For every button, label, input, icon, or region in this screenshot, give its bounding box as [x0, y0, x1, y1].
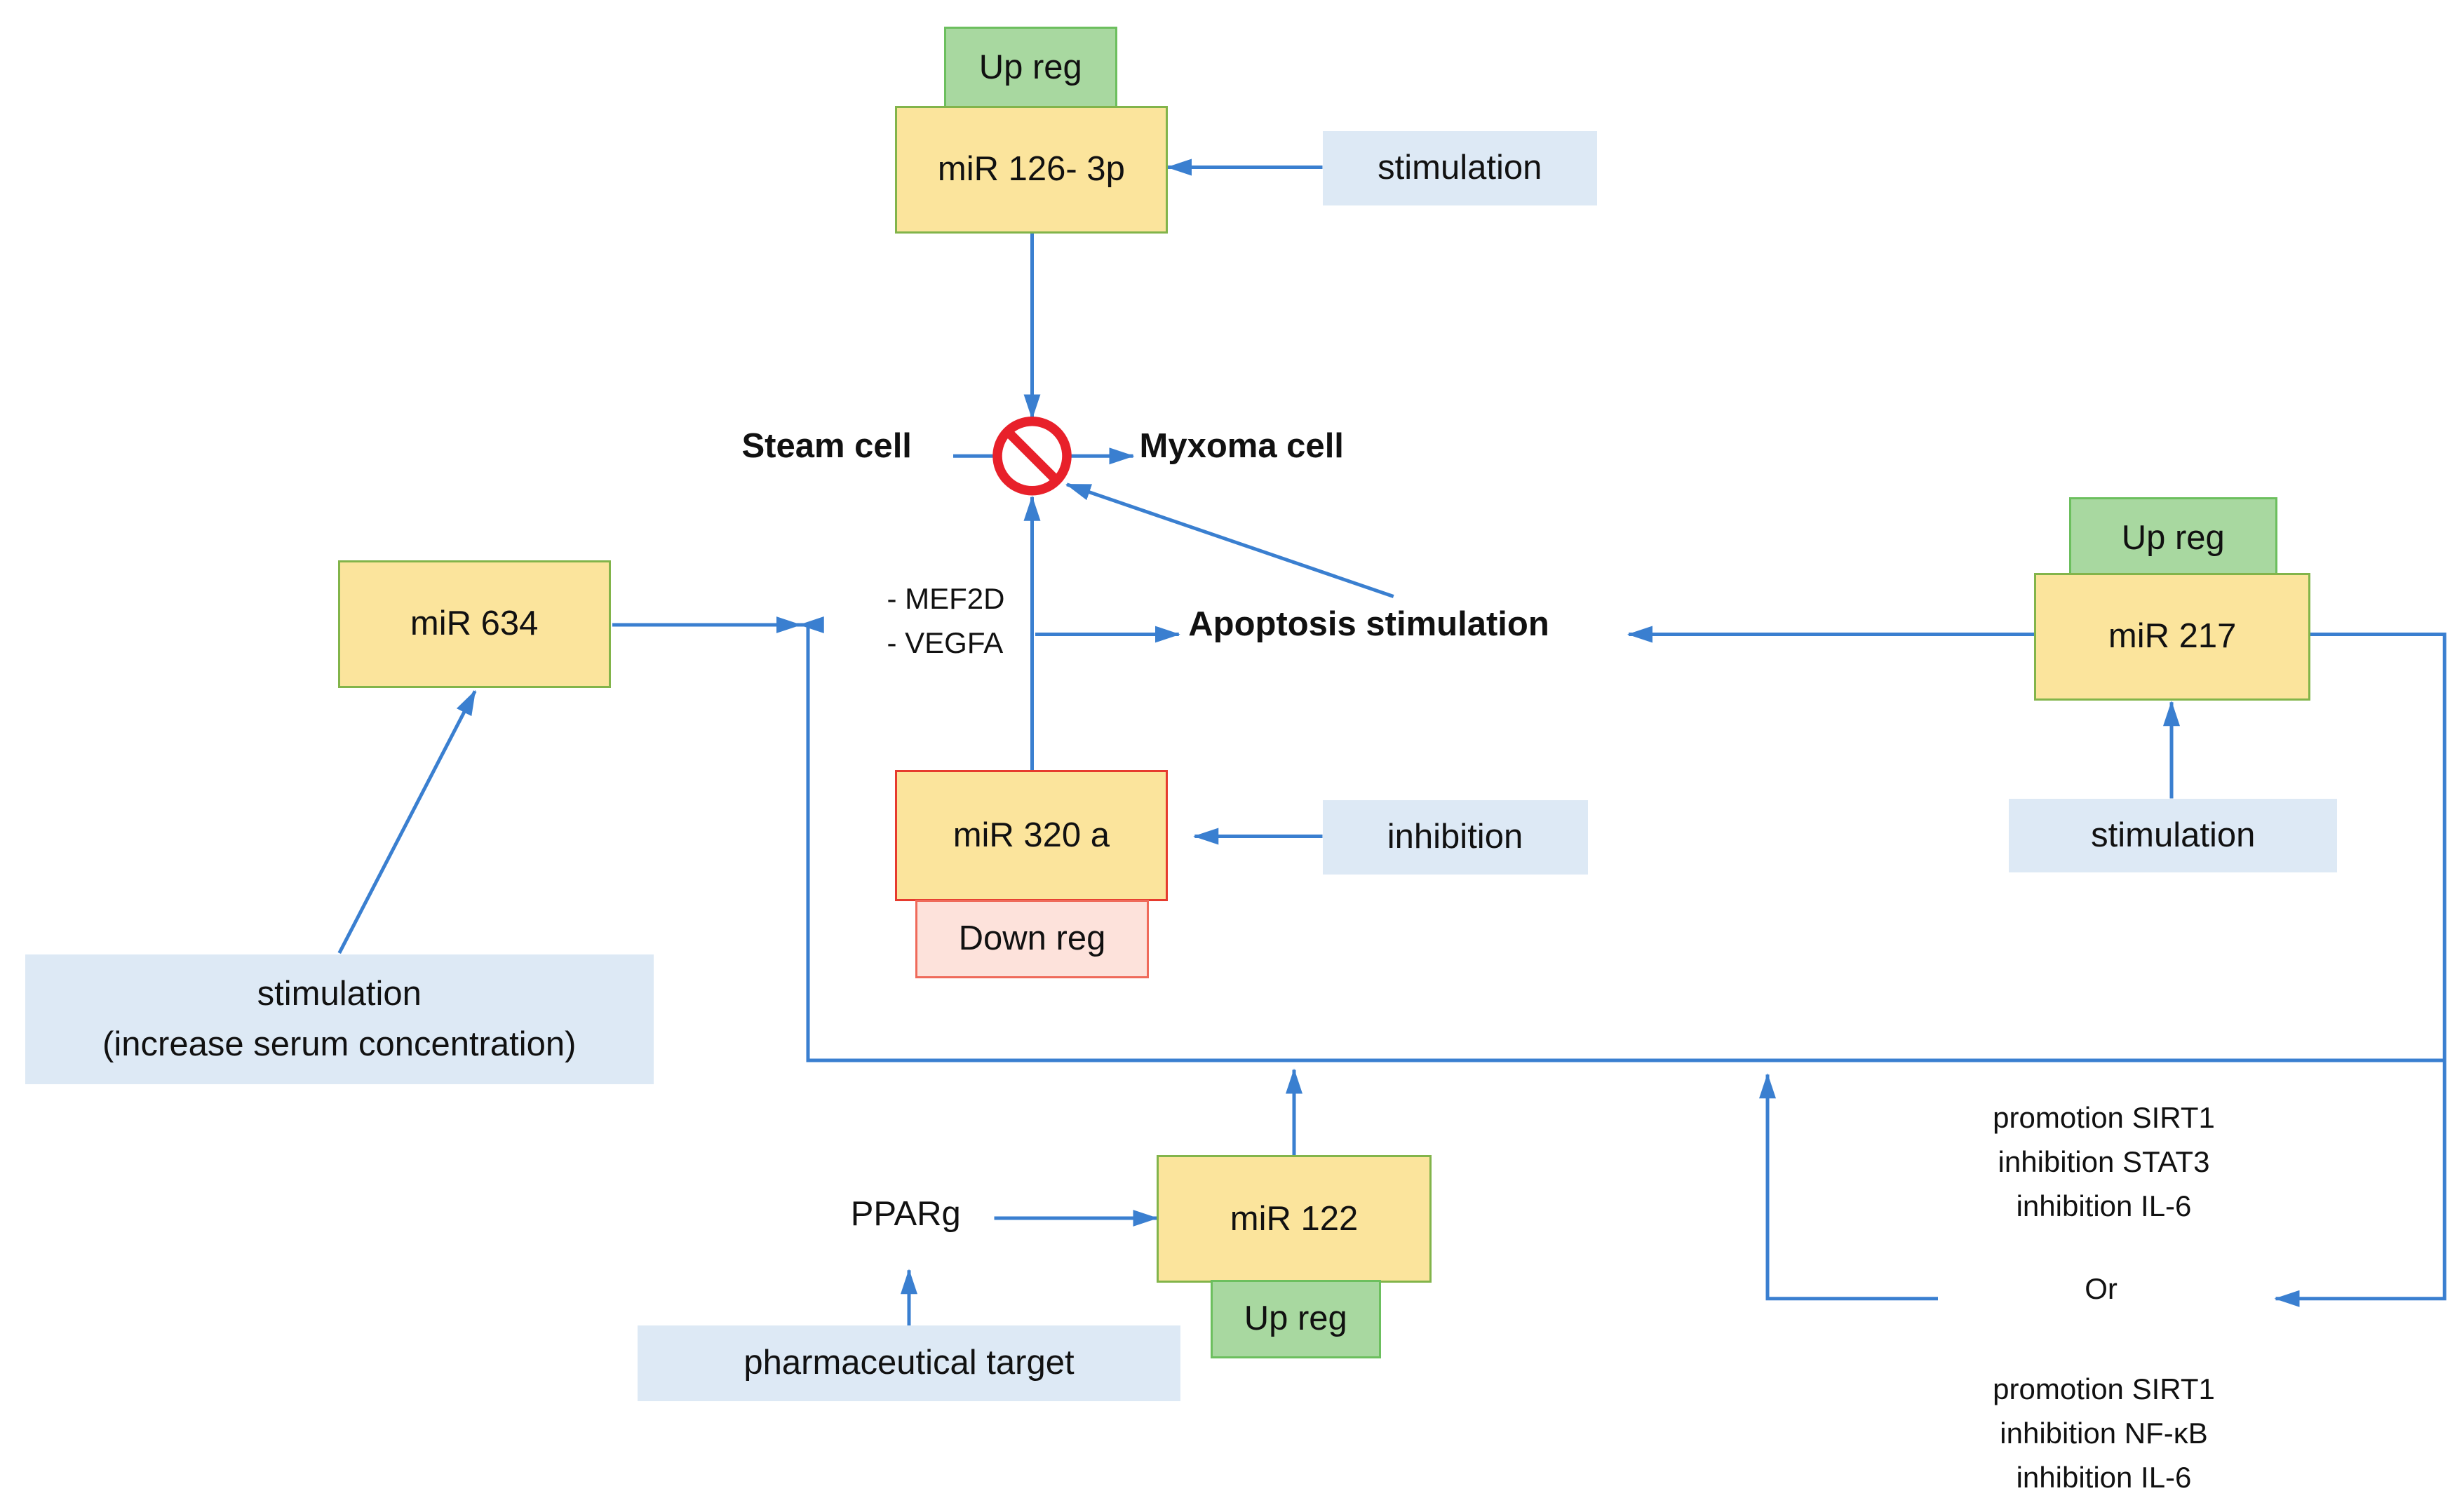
mir126-stimulation: stimulation: [1322, 130, 1597, 205]
mir217-node: miR 217: [2034, 572, 2310, 701]
mir126-node: miR 126- 3p: [894, 105, 1168, 234]
arrow-or-to-loop: [1759, 1073, 1938, 1301]
no-entry-icon: [992, 417, 1072, 496]
steam-cell-label: Steam cell: [741, 426, 912, 465]
pathway-line: inhibition IL-6: [2016, 1460, 2192, 1494]
target-vegfa: - VEGFA: [887, 626, 1004, 660]
arrow-apoptosis-to-block: [1065, 482, 1394, 598]
mir634-node: miR 634: [337, 560, 611, 688]
apoptosis-label: Apoptosis stimulation: [1188, 605, 1549, 643]
mir126-upreg-badge: Up reg: [943, 27, 1117, 109]
stimulation-text-line: stimulation: [257, 975, 422, 1013]
myxoma-cell-label: Myxoma cell: [1139, 426, 1344, 465]
pparg-label: PPARg: [850, 1195, 961, 1234]
arrow-mir217-to-or: [2274, 633, 2446, 1307]
mir320-downreg-badge: Down reg: [915, 899, 1149, 978]
pathway-line: promotion SIRT1: [1993, 1372, 2215, 1405]
mir122-node: miR 122: [1157, 1155, 1432, 1283]
target-mef2d: - MEF2D: [887, 582, 1005, 616]
or-label: Or: [2085, 1271, 2118, 1305]
mir217-upreg-badge: Up reg: [2068, 497, 2277, 579]
arrow-stim-to-mir634: [337, 689, 477, 954]
stimulation-text-line: (increase serum concentration): [102, 1025, 577, 1063]
mir217-stimulation: stimulation: [2009, 798, 2338, 873]
pathway-b-list: promotion SIRT1 inhibition NF-κB inhibitio…: [1929, 1367, 2280, 1499]
mir320-inhibition: inhibition: [1322, 799, 1588, 875]
pathway-line: inhibition NF-κB: [2000, 1416, 2208, 1450]
mir634-stimulation: stimulation (increase serum concentration…: [25, 954, 654, 1084]
pharmaceutical-target: pharmaceutical target: [638, 1325, 1180, 1401]
pathway-line: inhibition STAT3: [1998, 1145, 2210, 1178]
mir122-upreg-badge: Up reg: [1210, 1279, 1381, 1359]
pathway-line: promotion SIRT1: [1993, 1100, 2215, 1134]
pathway-line: inhibition IL-6: [2016, 1189, 2192, 1222]
pathway-a-list: promotion SIRT1 inhibition STAT3 inhibitio…: [1929, 1095, 2280, 1228]
mir320-node: miR 320 a: [894, 770, 1168, 901]
